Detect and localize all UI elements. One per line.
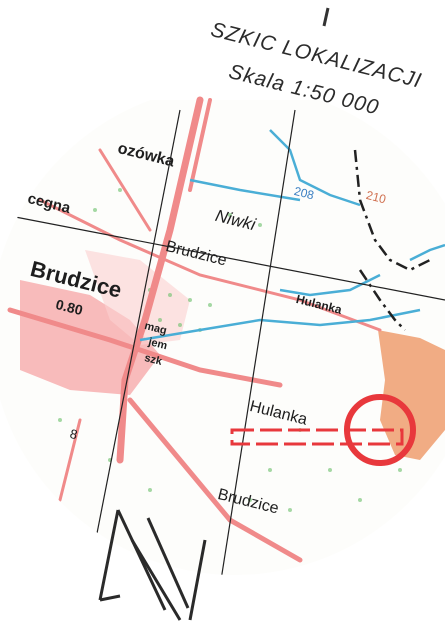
rivers [139,129,445,342]
location-circle-icon [344,394,416,466]
north-tick-mark [322,7,330,27]
roads [7,96,382,563]
north-arrow-icon [98,509,207,621]
forest-area [378,330,445,460]
town-area [20,280,160,395]
map-area [0,96,445,575]
boundary-line [353,149,431,331]
planned-route [230,428,404,446]
